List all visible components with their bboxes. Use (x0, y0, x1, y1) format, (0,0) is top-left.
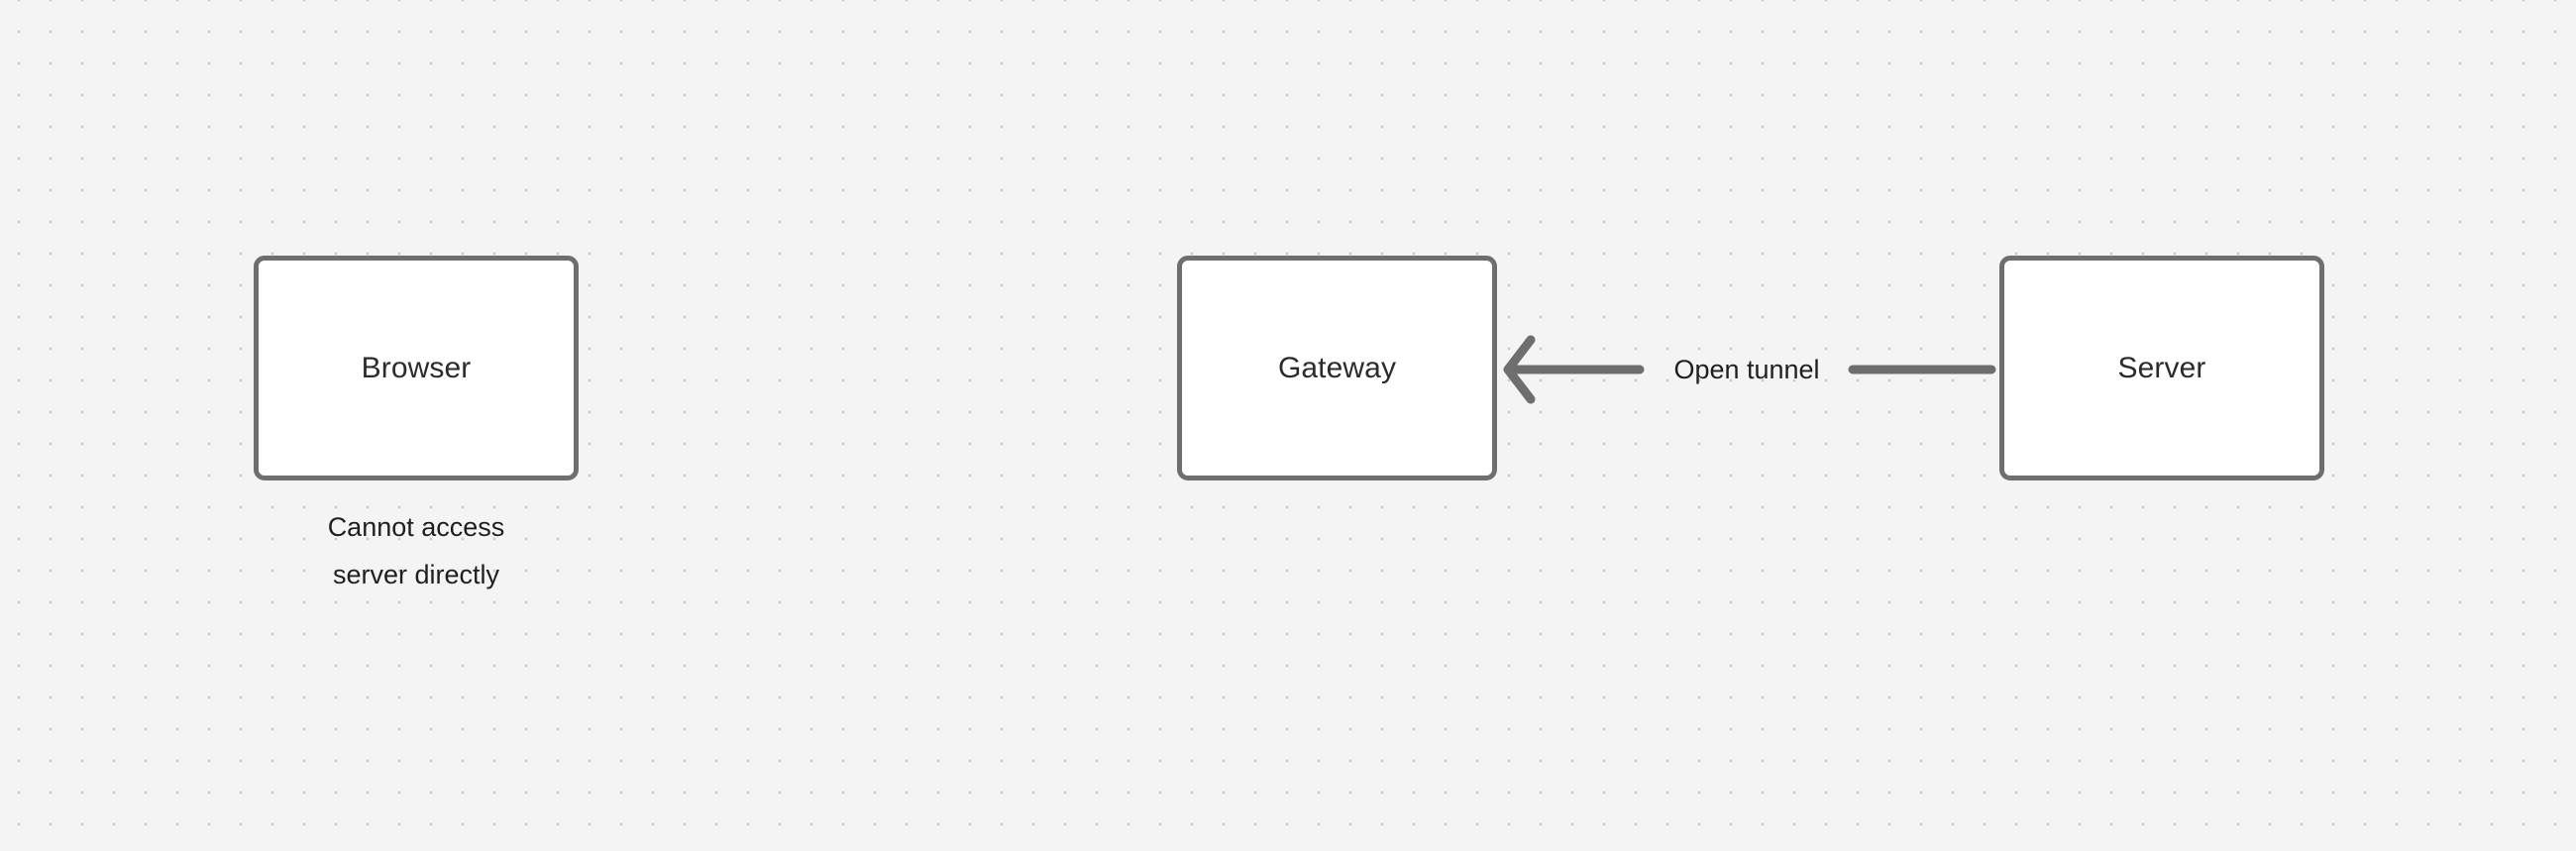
browser-caption: Cannot access server directly (254, 503, 579, 598)
diagram-node-browser[interactable]: Browser (254, 256, 579, 480)
diagram-node-gateway[interactable]: Gateway (1177, 256, 1497, 480)
browser-caption-line-2: server directly (332, 560, 500, 589)
diagram-node-server[interactable]: Server (1999, 256, 2324, 480)
node-label-browser: Browser (361, 351, 472, 384)
node-label-gateway: Gateway (1277, 351, 1397, 384)
browser-caption-line-1: Cannot access (327, 512, 505, 542)
edge-label-open-tunnel: Open tunnel (1673, 355, 1820, 384)
node-label-server: Server (2117, 351, 2206, 384)
arrowhead-left-icon (1503, 335, 1536, 404)
